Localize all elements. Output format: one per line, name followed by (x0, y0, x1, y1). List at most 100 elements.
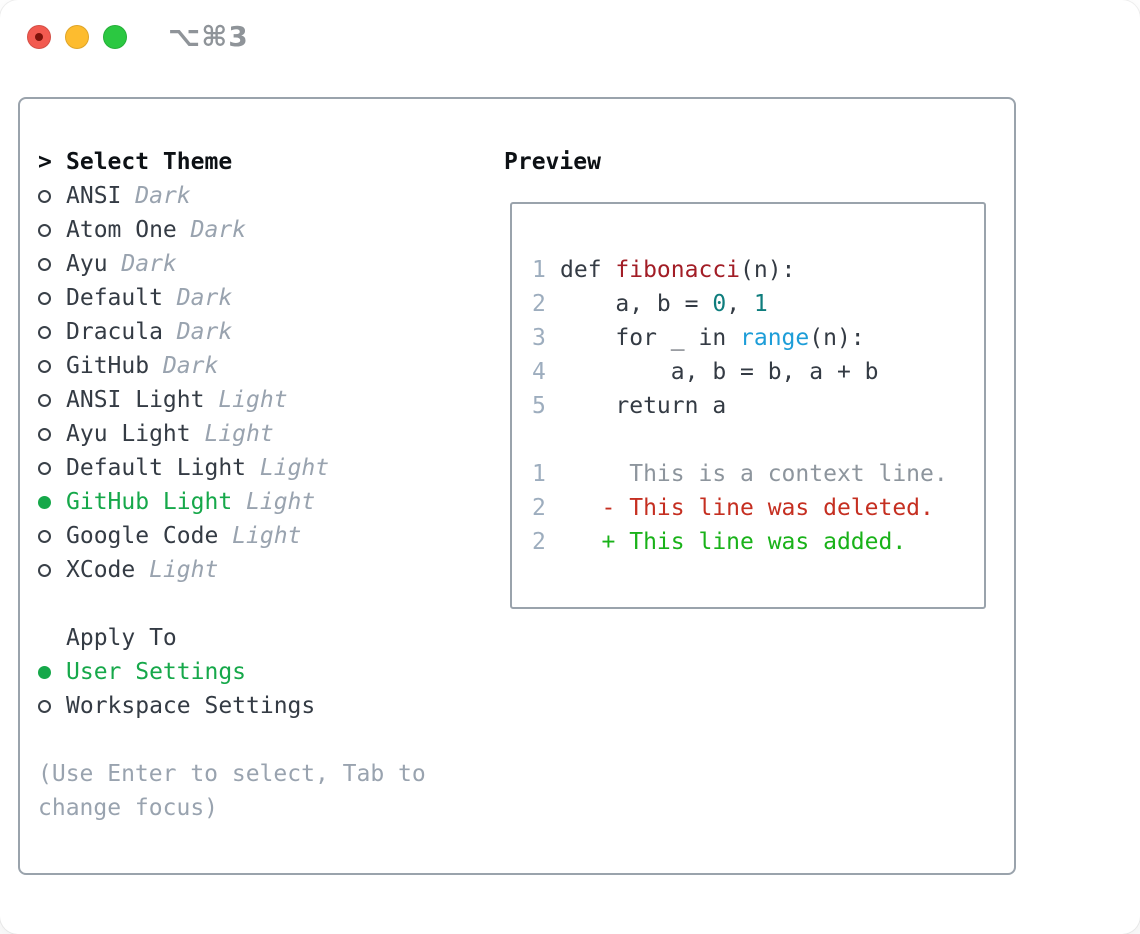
radio-icon (38, 461, 51, 475)
theme-variant-label: Light (259, 455, 330, 481)
select-theme-header: > Select Theme (38, 145, 426, 179)
diff-preview: 1 This is a context line. 2 - This line … (532, 457, 984, 559)
line-number: 2 (532, 495, 546, 521)
context-token: This is a context line. (560, 461, 948, 487)
theme-name: Default Light (66, 455, 260, 481)
code-line: 5 return a (532, 389, 984, 423)
theme-name: GitHub (66, 353, 163, 379)
added-token: + This line was added. (560, 529, 907, 555)
line-number: 3 (532, 325, 546, 351)
code-token: , (726, 291, 754, 317)
theme-name: ANSI Light (66, 387, 219, 413)
theme-item-ayu[interactable]: Ayu Dark (38, 247, 426, 281)
close-button[interactable] (27, 25, 51, 49)
spacer-row (532, 219, 984, 253)
apply-to-header: Apply To (38, 621, 426, 655)
theme-list-column: > Select Theme ANSI Dark Atom One Dark Ay… (38, 145, 426, 825)
apply-to-option-label: Workspace Settings (66, 693, 316, 719)
radio-icon (38, 189, 51, 203)
line-number: 1 (532, 461, 546, 487)
line-number: 4 (532, 359, 546, 385)
theme-item-atom-one[interactable]: Atom One Dark (38, 213, 426, 247)
help-text-line-2: change focus) (38, 795, 219, 821)
diff-line: 1 This is a context line. (532, 457, 984, 491)
zoom-button[interactable] (103, 25, 127, 49)
minimize-button[interactable] (65, 25, 89, 49)
theme-name: Google Code (66, 523, 233, 549)
radio-icon (38, 359, 51, 373)
apply-to-title: Apply To (66, 625, 177, 651)
radio-icon (38, 563, 51, 577)
apply-to-option-user-settings[interactable]: User Settings (38, 655, 426, 689)
number-token: 1 (753, 291, 768, 317)
deleted-token: - This line was deleted. (560, 495, 934, 521)
theme-item-xcode[interactable]: XCode Light (38, 553, 426, 587)
line-number: 5 (532, 393, 546, 419)
diff-line: 2 - This line was deleted. (532, 491, 984, 525)
theme-item-github-light[interactable]: GitHub Light Light (38, 485, 426, 519)
theme-variant-label: Dark (190, 217, 247, 243)
code-token: def (560, 257, 616, 283)
theme-name: Atom One (66, 217, 191, 243)
radio-selected-icon (38, 495, 51, 509)
theme-name: GitHub Light (66, 489, 247, 515)
theme-variant-label: Light (204, 421, 274, 447)
window-title: ⌥⌘3 (168, 20, 249, 53)
theme-variant-label: Light (246, 489, 316, 515)
theme-name: Ayu Light (66, 421, 205, 447)
code-line: 4 a, b = b, a + b (532, 355, 984, 389)
theme-name: ANSI (66, 183, 136, 209)
theme-item-google-code[interactable]: Google Code Light (38, 519, 426, 553)
active-section-caret: > (38, 149, 52, 175)
theme-item-dracula[interactable]: Dracula Dark (38, 315, 426, 349)
radio-icon (38, 393, 51, 407)
diff-line: 2 + This line was added. (532, 525, 984, 559)
radio-icon (38, 529, 51, 543)
line-number: 2 (532, 291, 546, 317)
theme-variant-label: Light (218, 387, 288, 413)
theme-variant-label: Dark (176, 285, 233, 311)
builtin-token: range (740, 325, 810, 351)
window-titlebar: ⌥⌘3 (27, 20, 249, 53)
apply-to-option-label: User Settings (66, 659, 247, 685)
radio-icon (38, 699, 51, 713)
radio-icon (38, 427, 51, 441)
select-theme-title: Select Theme (66, 149, 233, 175)
radio-icon (38, 325, 51, 339)
theme-list: ANSI Dark Atom One Dark Ayu Dark Default… (38, 179, 426, 587)
theme-variant-label: Dark (135, 183, 191, 209)
theme-name: Default (66, 285, 177, 311)
apply-to-option-workspace-settings[interactable]: Workspace Settings (38, 689, 426, 723)
radio-icon (38, 223, 51, 237)
theme-item-github[interactable]: GitHub Dark (38, 349, 426, 383)
help-text-line-1: (Use Enter to select, Tab to (38, 761, 426, 787)
code-token: a, b = b, a + b (560, 359, 879, 385)
theme-item-ansi-light[interactable]: ANSI Light Light (38, 383, 426, 417)
code-token: (n): (740, 257, 796, 283)
number-token: 0 (712, 291, 727, 317)
code-line: 2 a, b = 0, 1 (532, 287, 984, 321)
function-token: fibonacci (615, 257, 741, 283)
code-line: 3 for _ in range(n): (532, 321, 984, 355)
theme-variant-label: Dark (176, 319, 233, 345)
theme-variant-label: Light (149, 557, 219, 583)
theme-item-ansi[interactable]: ANSI Dark (38, 179, 426, 213)
theme-item-default-light[interactable]: Default Light Light (38, 451, 426, 485)
spacer-row (38, 587, 426, 621)
theme-picker-panel: > Select Theme ANSI Dark Atom One Dark Ay… (18, 97, 1016, 875)
theme-variant-label: Light (232, 523, 302, 549)
code-token: a, b = (560, 291, 713, 317)
theme-item-default[interactable]: Default Dark (38, 281, 426, 315)
code-token: (n): (809, 325, 865, 351)
theme-item-ayu-light[interactable]: Ayu Light Light (38, 417, 426, 451)
theme-variant-label: Dark (162, 353, 219, 379)
code-token: for _ in (560, 325, 741, 351)
radio-selected-icon (38, 665, 51, 679)
theme-variant-label: Dark (121, 251, 177, 277)
spacer-row (532, 423, 984, 457)
preview-column: Preview (504, 145, 601, 179)
